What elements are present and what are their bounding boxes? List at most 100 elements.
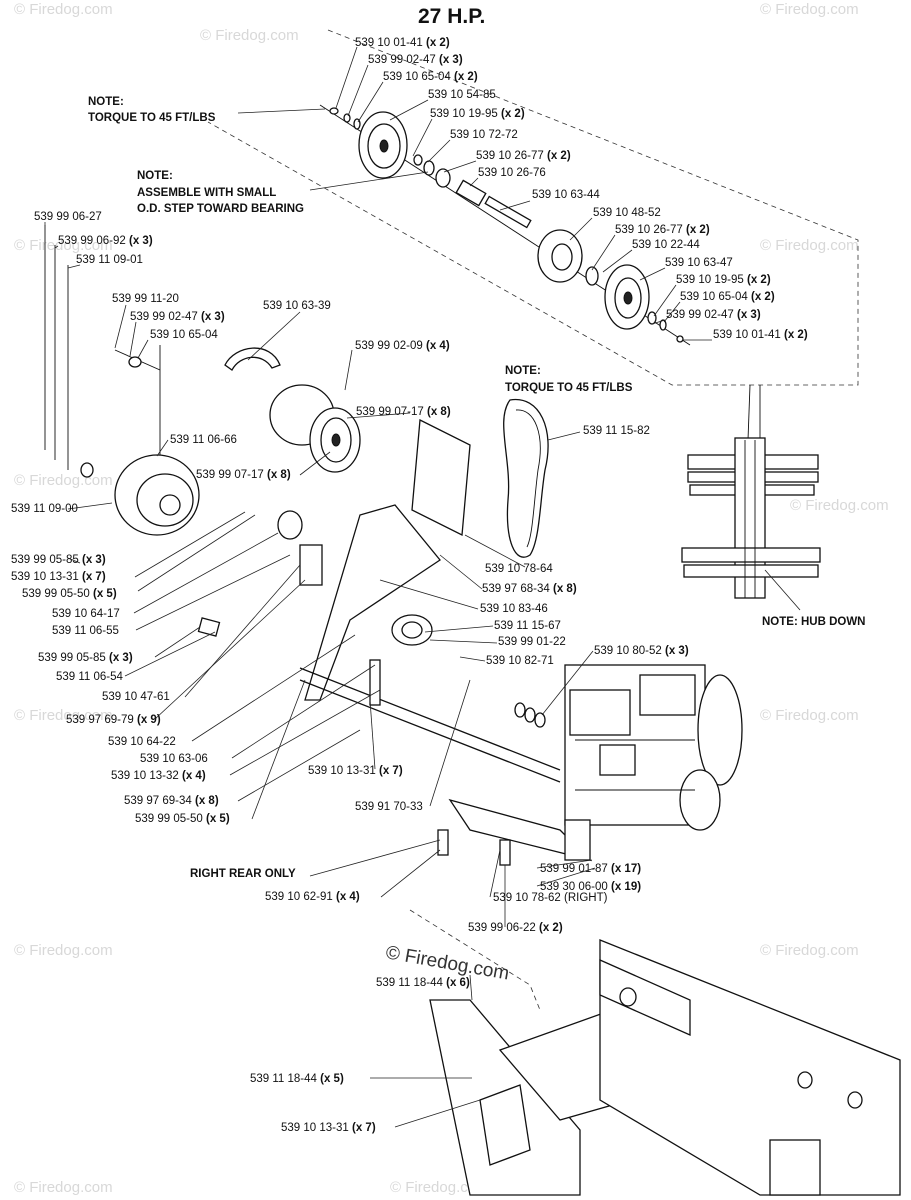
part-label: 539 99 02-47 (x 3) (666, 309, 761, 321)
part-label: 539 10 26-77 (x 2) (476, 150, 571, 162)
belt-guide (224, 347, 281, 371)
part-label: 539 97 69-34 (x 8) (124, 795, 219, 807)
part-label: 539 99 11-20 (112, 293, 179, 305)
part-label: 539 91 70-33 (355, 801, 423, 813)
part-label: 539 10 01-41 (x 2) (355, 37, 450, 49)
part-label: 539 10 65-04 (x 2) (680, 291, 775, 303)
part-label: 539 10 48-52 (593, 207, 661, 219)
part-label: 539 10 13-31 (x 7) (11, 571, 106, 583)
part-label: 539 10 26-76 (478, 167, 546, 179)
part-label: 539 11 15-67 (494, 620, 561, 632)
part-label: 539 99 06-27 (34, 211, 102, 223)
part-label: 539 99 05-50 (x 5) (22, 588, 117, 600)
note-hub-down: NOTE: HUB DOWN (762, 616, 866, 628)
part-label: 539 11 18-44 (x 5) (250, 1073, 344, 1085)
part-label: 539 10 83-46 (480, 603, 548, 615)
part-label: 539 11 06-55 (52, 625, 119, 637)
part-label: 539 99 02-47 (x 3) (368, 54, 463, 66)
assembly-outline (207, 29, 859, 386)
drive-belt (503, 398, 549, 558)
note-torque-mid: NOTE: TORQUE TO 45 FT/LBS (505, 365, 633, 394)
watermark: © Firedog.com (390, 1179, 489, 1196)
part-label: 539 10 62-91 (x 4) (265, 891, 360, 903)
part-label: 539 10 64-17 (52, 608, 120, 620)
part-label: 539 10 63-06 (140, 753, 208, 765)
part-label: 539 10 63-47 (665, 257, 733, 269)
part-label: 539 99 02-09 (x 4) (355, 340, 450, 352)
part-label: 539 10 80-52 (x 3) (594, 645, 689, 657)
note-text: ASSEMBLE WITH SMALL (137, 187, 276, 199)
part-label: 539 10 78-62 (RIGHT) (493, 892, 608, 904)
note-assemble: NOTE: ASSEMBLE WITH SMALL O.D. STEP TOWA… (137, 170, 304, 215)
jackshaft-assembly (319, 104, 691, 346)
part-label: 539 11 15-82 (583, 425, 650, 437)
watermark: © Firedog.com (14, 237, 113, 254)
part-label: 539 11 09-01 (76, 254, 143, 266)
part-labels: 539 10 01-41 (x 2) 539 99 02-47 (x 3) 53… (11, 37, 808, 1134)
idler-arm-bracket (304, 504, 441, 701)
part-label: 539 97 69-79 (x 9) (66, 714, 161, 726)
part-label: 539 10 22-44 (632, 239, 700, 251)
watermark: © Firedog.com (14, 472, 113, 489)
note-heading: NOTE: (88, 96, 124, 108)
part-label: 539 10 63-39 (263, 300, 331, 312)
part-label: 539 10 19-95 (x 2) (676, 274, 771, 286)
watermark: © Firedog.com (760, 237, 859, 254)
note-text: O.D. STEP TOWARD BEARING (137, 203, 304, 215)
frame-drawing (409, 909, 901, 1196)
note-heading: NOTE: (505, 365, 541, 377)
part-label: 539 99 01-22 (498, 636, 566, 648)
part-label: 539 10 13-31 (x 7) (308, 765, 403, 777)
part-label: 539 10 01-41 (x 2) (713, 329, 808, 341)
part-label: 539 99 01-87 (x 17) (540, 863, 641, 875)
part-label: 539 11 18-44 (x 6) (376, 977, 470, 989)
part-label: 539 30 06-00 (x 19) (540, 881, 641, 893)
part-label: 539 99 07-17 (x 8) (196, 469, 291, 481)
part-label: 539 99 07-17 (x 8) (356, 406, 451, 418)
part-label: 539 99 05-85 (x 3) (38, 652, 133, 664)
clutch-idler-assembly (44, 225, 561, 783)
part-label: 539 10 65-04 (x 2) (383, 71, 478, 83)
watermark: © Firedog.com (14, 1179, 113, 1196)
bracket-plate (411, 418, 471, 537)
part-label: 539 11 06-54 (56, 671, 124, 683)
part-label: 539 10 78-64 (485, 563, 553, 575)
part-label: 539 10 26-77 (x 2) (615, 224, 710, 236)
watermark: © Firedog.com (14, 1, 113, 18)
part-label: 539 10 82-71 (486, 655, 554, 667)
part-label: 539 10 64-22 (108, 736, 176, 748)
watermark: © Firedog.com (200, 27, 299, 44)
note-right-rear: RIGHT REAR ONLY (190, 868, 296, 880)
watermark: © Firedog.com (790, 497, 889, 514)
part-label: 539 99 02-47 (x 3) (130, 311, 225, 323)
part-label: 539 11 09-00 (11, 503, 78, 515)
part-label: 539 10 54-85 (428, 89, 496, 101)
part-label: 539 10 13-32 (x 4) (111, 770, 206, 782)
part-label: 539 10 65-04 (150, 329, 218, 341)
note-text: TORQUE TO 45 FT/LBS (505, 382, 633, 394)
watermark: © Firedog.com (760, 942, 859, 959)
note-heading: NOTE: (137, 170, 173, 182)
part-label: 539 10 47-61 (102, 691, 170, 703)
part-label: 539 99 06-92 (x 3) (58, 235, 153, 247)
watermark: © Firedog.com (14, 942, 113, 959)
leader-lines (44, 46, 712, 1128)
watermark: © Firedog.com (14, 707, 113, 724)
watermark: © Firedog.com (760, 1, 859, 18)
part-label: 539 11 06-66 (170, 434, 237, 446)
part-label: 539 99 05-85 (x 3) (11, 554, 106, 566)
note-torque-top: NOTE: TORQUE TO 45 FT/LBS (88, 96, 216, 124)
part-label: 539 10 13-31 (x 7) (281, 1122, 376, 1134)
hub-down-detail (681, 384, 821, 611)
part-label: 539 97 68-34 (x 8) (482, 583, 577, 595)
part-label: 539 10 19-95 (x 2) (430, 108, 525, 120)
diagram-title: 27 H.P. (418, 5, 485, 28)
watermark: © Firedog.com (760, 707, 859, 724)
part-label: 539 99 06-22 (x 2) (468, 922, 563, 934)
engine-drawing (437, 664, 743, 866)
part-label: 539 10 72-72 (450, 129, 518, 141)
note-text: TORQUE TO 45 FT/LBS (88, 112, 216, 124)
part-label: 539 10 63-44 (532, 189, 600, 201)
part-label: 539 99 05-50 (x 5) (135, 813, 230, 825)
